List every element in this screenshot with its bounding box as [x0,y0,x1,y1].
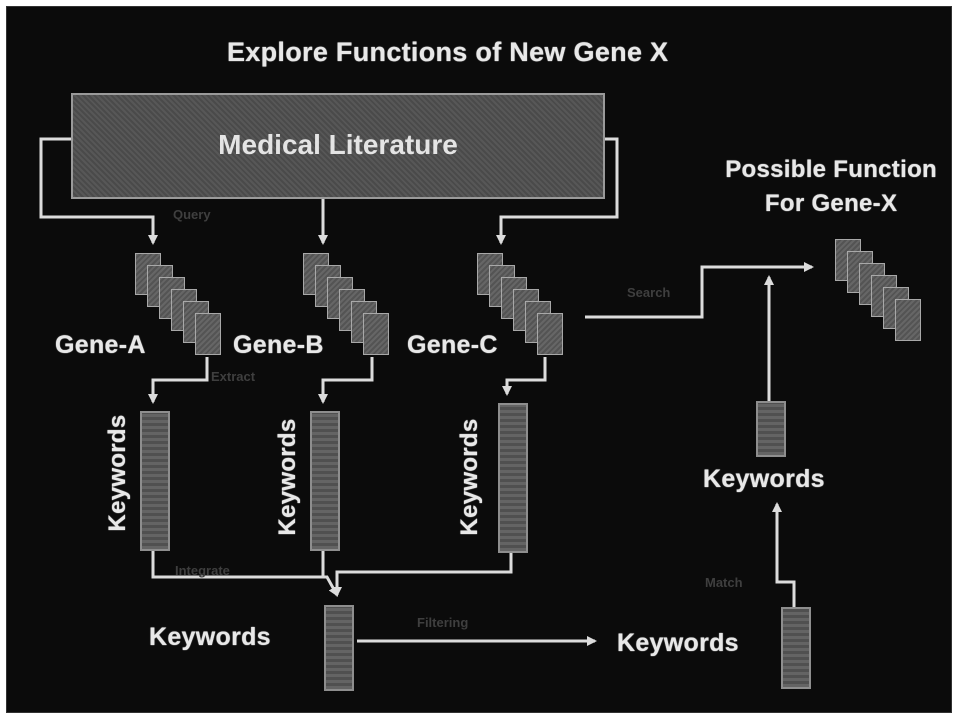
step-label-search: Search [627,285,671,300]
arrow-kw-c-merged [332,549,513,597]
step-label-filter: Filtering [417,615,469,630]
arrow-lit-gene-a [39,137,158,245]
arrow-lit-gene-c [496,137,619,245]
arrow-gene-c-function [585,262,814,319]
medical-literature-label: Medical Literature [218,129,458,160]
gene-c-keyword-bar-icon [498,403,528,553]
arrow-kw-a-merged [151,547,339,597]
merged-keywords-label: Keywords [149,623,271,651]
gene-b-label: Gene-B [233,331,324,359]
result-keyword-bar-icon [756,401,786,457]
medical-literature-box: Medical Literature [71,93,605,199]
merged-keyword-bar-icon [324,605,354,691]
step-label-query: Query [173,207,211,222]
step-label-match: Match [705,575,743,590]
gene-b-keywords-label: Keywords [274,418,301,536]
gene-a-keyword-bar-icon [140,411,170,551]
possible-function-title: Possible Function For Gene-X [725,153,937,221]
step-label-extract: Extract [211,369,256,384]
arrow-gene-a-keywords [148,357,209,404]
possible-function-line1: Possible Function [725,156,937,183]
result-keywords-label: Keywords [703,465,825,493]
connector-lines [39,137,814,646]
gene-c-keywords-label: Keywords [456,418,483,536]
arrow-gene-b-keywords [318,357,374,404]
gene-a-label: Gene-A [55,331,146,359]
arrow-gene-c-keywords [502,357,547,396]
gene-b-keyword-bar-icon [310,411,340,551]
possible-function-line2: For Gene-X [764,190,898,217]
gene-c-label: Gene-C [407,331,498,359]
arrow-filtered-result [772,502,796,607]
filtered-keywords-label: Keywords [617,629,739,657]
diagram-title: Explore Functions of New Gene X [227,37,669,67]
gene-a-keywords-label: Keywords [104,414,131,532]
filtered-keyword-bar-icon [781,607,811,689]
step-label-integrate: Integrate [175,563,230,578]
diagram-frame: Explore Functions of New Gene X Medical … [6,6,952,713]
